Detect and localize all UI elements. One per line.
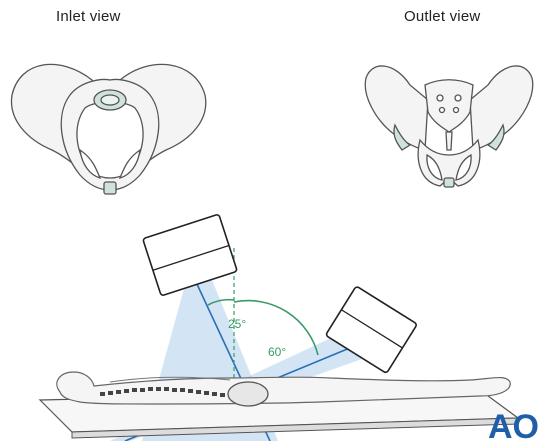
inlet-xray-tube bbox=[143, 214, 238, 296]
ao-logo: AO bbox=[488, 408, 539, 441]
inlet-angle-label: 25° bbox=[228, 317, 246, 331]
outlet-pelvis-illustration bbox=[365, 66, 532, 187]
patient-on-table bbox=[40, 372, 518, 438]
patient-pelvis bbox=[228, 382, 268, 406]
inlet-pelvis-illustration bbox=[11, 64, 205, 194]
outlet-angle-label: 60° bbox=[268, 345, 286, 359]
